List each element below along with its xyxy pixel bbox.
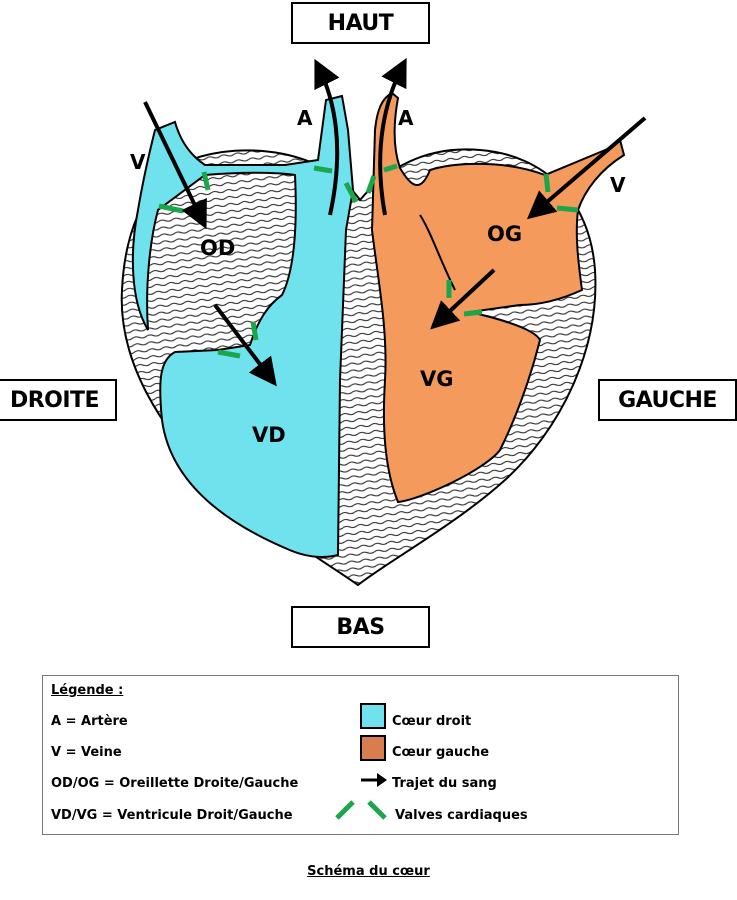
arrow-icon	[361, 773, 387, 787]
left-heart-swatch	[360, 735, 386, 761]
legend: Légende : A = Artère V = Veine OD/OG = O…	[42, 675, 679, 835]
legend-definition: VD/VG = Ventricule Droit/Gauche	[51, 808, 293, 823]
label-artery-right: A	[297, 106, 313, 130]
legend-title: Légende :	[51, 683, 124, 698]
direction-bottom: BAS	[291, 606, 430, 648]
right-heart-swatch	[360, 703, 386, 729]
direction-right-side: DROITE	[0, 379, 117, 421]
blood-flow-arrows	[143, 57, 647, 387]
legend-definition: V = Veine	[51, 745, 122, 760]
label-vein-left: V	[610, 173, 626, 197]
label-od: OD	[200, 236, 235, 260]
label-vd: VD	[252, 423, 286, 447]
direction-left-side: GAUCHE	[598, 379, 737, 421]
valves	[158, 163, 579, 359]
label-og: OG	[487, 222, 522, 246]
legend-key-label: Cœur gauche	[392, 745, 490, 760]
legend-definition: A = Artère	[51, 714, 128, 729]
figure-caption: Schéma du cœur	[307, 864, 430, 879]
legend-key-label: Trajet du sang	[392, 776, 497, 791]
valve-icon	[335, 800, 387, 820]
legend-definition: OD/OG = Oreillette Droite/Gauche	[51, 776, 299, 791]
left-heart-chambers	[370, 91, 626, 504]
direction-top: HAUT	[291, 2, 430, 44]
legend-key-label: Cœur droit	[392, 714, 472, 729]
legend-key-label: Valves cardiaques	[395, 808, 528, 823]
heart-diagram: OD OG VD VG A A V V	[120, 57, 647, 587]
right-heart-chambers	[131, 94, 355, 558]
label-vg: VG	[420, 367, 454, 391]
label-artery-left: A	[398, 106, 414, 130]
label-vein-right: V	[130, 150, 146, 174]
